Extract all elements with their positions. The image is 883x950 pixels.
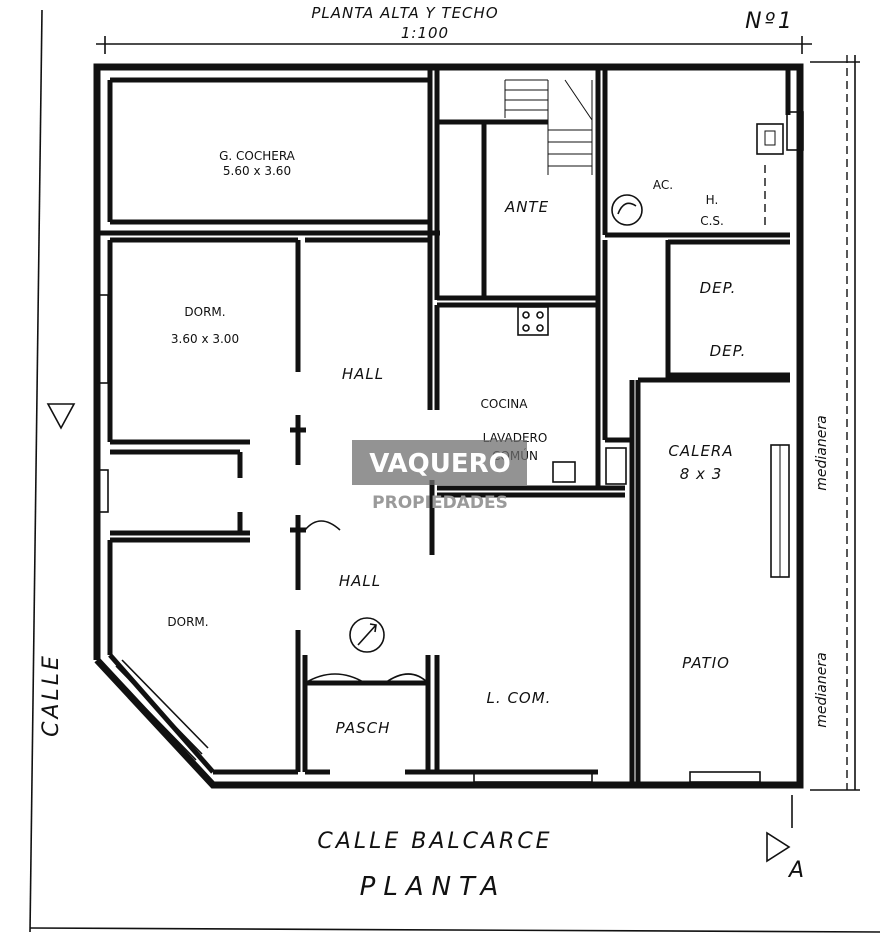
patio-label: PATIO [682,654,730,672]
garage-dim: 5.60 x 3.60 [223,164,291,178]
dorm2-label: DORM. [167,615,208,629]
watermark: VAQUERO PROPIEDADES [352,440,527,513]
hcs-label-2: C.S. [700,214,724,228]
medianera-top-label: medianera [814,415,830,490]
hall2-label: HALL [339,572,381,590]
dorm1-dim: 3.60 x 3.00 [171,332,239,346]
hall1-label: HALL [342,365,384,383]
watermark-line1: VAQUERO [369,449,511,479]
section-marker-right [766,795,793,863]
interior-walls [97,67,790,785]
sheet-title: PLANTA ALTA Y TECHO [311,4,498,22]
sheet-number: Nº1 [745,9,795,34]
calera-label: CALERA [668,442,733,460]
watermark-box [352,440,527,485]
scale-label: 1:100 [401,24,449,42]
cocina-label: COCINA [481,397,529,411]
heater-symbol [611,194,643,226]
ac-label: AC. [653,178,673,192]
garage-label: G. COCHERA [219,149,296,163]
outer-walls [93,63,804,789]
street-side-label: CALLE [39,653,64,737]
watermark-line2: PROPIEDADES [372,493,508,513]
hcs-label-1: H. [706,193,719,207]
calera-dim: 8 x 3 [680,465,723,483]
door-swings [304,520,429,684]
street-bottom-label: CALLE BALCARCE [317,829,552,854]
dep1-label: DEP. [700,279,737,297]
section-letter: A [787,858,807,883]
ante-label: ANTE [504,198,549,216]
plan-title: PLANTA [360,872,507,902]
compass-symbol [349,617,385,653]
dimension-line [96,36,812,54]
dep2-label: DEP. [710,342,747,360]
lcom-label: L. COM. [487,689,552,707]
dorm1-label: DORM. [184,305,225,319]
section-marker-left [46,403,76,430]
pasch-label: PASCH [336,719,391,737]
medianera-bottom-label: medianera [814,652,830,727]
sheet-frame [29,9,881,933]
